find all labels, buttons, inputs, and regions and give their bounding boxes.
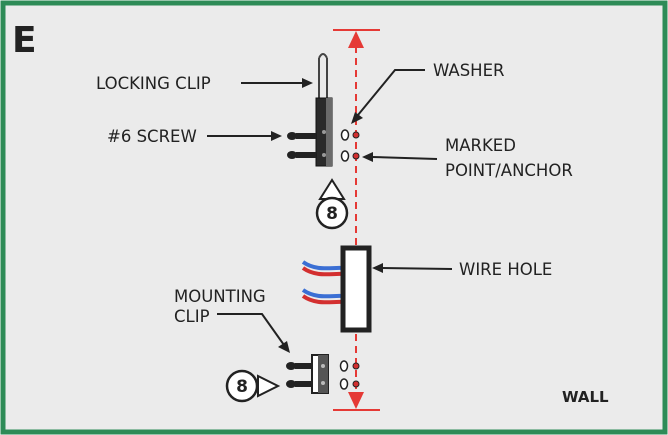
upper-step-callout: 8 (315, 178, 349, 230)
lower-washers-anchors (339, 360, 360, 390)
vertical-guide-line (333, 29, 380, 411)
locking-clip-label: LOCKING CLIP (96, 74, 211, 93)
mounting-clip (311, 354, 329, 394)
lower-step-callout: 8 (225, 369, 281, 403)
wire-hole (301, 245, 372, 333)
screw-label: #6 SCREW (107, 127, 197, 146)
upper-step-number: 8 (326, 204, 338, 224)
wall-label: WALL (562, 388, 609, 406)
lower-step-number: 8 (236, 377, 248, 397)
mounting-clip-label-line1: MOUNTING (174, 287, 266, 306)
washer-label: WASHER (433, 61, 504, 80)
leader-lines (207, 69, 453, 353)
step-letter: E (12, 20, 37, 61)
locking-clip (315, 53, 333, 167)
marked-point-label-line1: MARKED (445, 136, 516, 155)
upper-washers-anchors (340, 129, 360, 162)
mounting-clip-label-line2: CLIP (174, 307, 210, 326)
upper-screws (287, 132, 316, 159)
marked-point-label-line2: POINT/ANCHOR (445, 161, 573, 180)
lower-screws (286, 362, 312, 388)
wire-hole-label: WIRE HOLE (459, 260, 552, 279)
